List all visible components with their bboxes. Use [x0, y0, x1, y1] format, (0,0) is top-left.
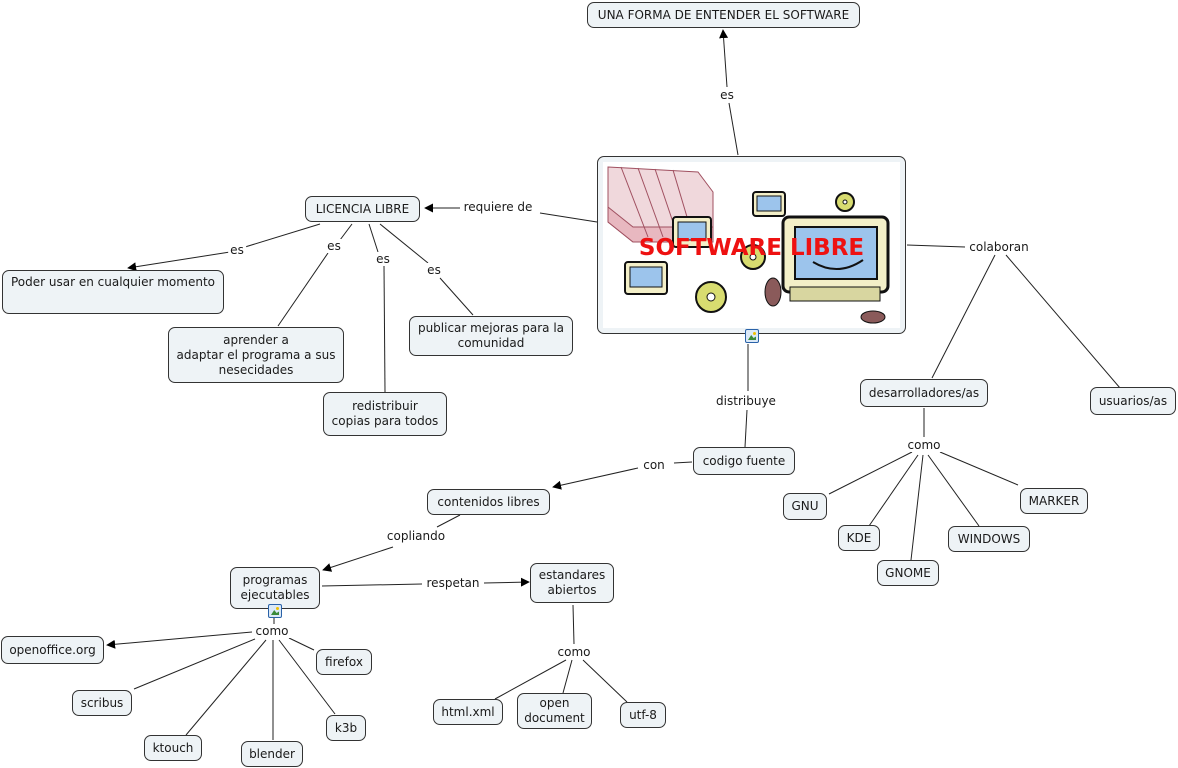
line-licencia-es4	[379, 223, 429, 264]
link-label-es: es	[718, 88, 736, 102]
link-label-respetan: respetan	[424, 576, 482, 590]
line-estandares-como	[572, 604, 575, 645]
node-contenidos-libres[interactable]: contenidos libres	[427, 489, 550, 515]
link-label-es: es	[325, 239, 343, 253]
line-licencia-es3	[368, 223, 379, 253]
line-como-marker	[939, 451, 1019, 486]
line-como-ktouch	[185, 639, 267, 736]
line-central-es	[728, 102, 739, 156]
line-es1-poder	[127, 251, 231, 272]
node-gnome[interactable]: GNOME	[877, 560, 939, 586]
line-es2-aprender	[277, 252, 329, 327]
line-licencia-es1	[244, 223, 321, 248]
line-como-scribus	[133, 638, 256, 690]
line-como-k3b	[278, 639, 336, 715]
node-desarrolladores[interactable]: desarrolladores/as	[860, 379, 988, 407]
line-como-opendoc	[562, 659, 573, 694]
line-contenidos-copliando	[436, 514, 461, 528]
line-como-html	[494, 659, 567, 700]
node-software-libre[interactable]: SOFTWARE LIBRE	[597, 156, 906, 334]
software-libre-illustration: SOFTWARE LIBRE	[603, 162, 900, 328]
node-open-document[interactable]: open document	[517, 693, 592, 729]
line-licencia-es2	[339, 223, 353, 241]
line-colaboran-usuarios	[1005, 254, 1121, 389]
line-distribuye-codigo	[744, 409, 748, 448]
link-label-es: es	[228, 243, 246, 257]
line-es4-publicar	[439, 277, 474, 316]
link-label-copliando: copliando	[384, 529, 448, 543]
link-label-requiere-de: requiere de	[461, 200, 535, 214]
node-marker[interactable]: MARKER	[1020, 488, 1088, 514]
node-html-xml[interactable]: html.xml	[433, 699, 503, 725]
node-usuarios[interactable]: usuarios/as	[1090, 387, 1176, 415]
node-publicar[interactable]: publicar mejoras para la comunidad	[409, 316, 573, 356]
line-programas-respetan	[321, 583, 423, 587]
line-como-kde	[868, 454, 919, 527]
line-es3-redistribuir	[383, 265, 386, 393]
node-aprender[interactable]: aprender a adaptar el programa a sus nes…	[168, 327, 344, 383]
central-title: SOFTWARE LIBRE	[638, 235, 865, 261]
node-redistribuir[interactable]: redistribuir copias para todos	[323, 392, 447, 436]
link-label-colaboran: colaboran	[967, 240, 1031, 254]
line-como-gnome	[910, 454, 924, 561]
node-una-forma[interactable]: UNA FORMA DE ENTENDER EL SOFTWARE	[587, 2, 860, 28]
line-como-openoffice	[106, 631, 253, 649]
line-copliando-programas	[322, 546, 394, 572]
node-scribus[interactable]: scribus	[72, 690, 132, 716]
node-gnu[interactable]: GNU	[783, 493, 827, 520]
line-central-colaboran	[906, 244, 966, 248]
link-label-con: con	[641, 458, 667, 472]
node-windows[interactable]: WINDOWS	[948, 526, 1030, 552]
line-codigo-con	[673, 461, 693, 464]
node-utf8[interactable]: utf-8	[620, 702, 666, 728]
line-como-windows	[927, 454, 980, 527]
image-icon[interactable]	[745, 329, 759, 343]
node-firefox[interactable]: firefox	[316, 649, 372, 675]
node-licencia-libre[interactable]: LICENCIA LIBRE	[305, 196, 420, 222]
link-label-como: como	[555, 645, 593, 659]
node-programas-ejecutables[interactable]: programas ejecutables	[230, 567, 320, 609]
node-openoffice[interactable]: openoffice.org	[1, 636, 104, 664]
image-icon[interactable]	[268, 604, 282, 618]
line-central-requiere	[539, 212, 598, 223]
line-respetan-estandares	[483, 577, 530, 587]
node-k3b[interactable]: k3b	[326, 715, 366, 741]
link-label-como: como	[253, 624, 291, 638]
link-label-distribuye: distribuye	[714, 394, 778, 408]
node-blender[interactable]: blender	[241, 741, 303, 767]
node-estandares-abiertos[interactable]: estandares abiertos	[530, 563, 614, 603]
line-colaboran-dev	[931, 254, 996, 379]
line-como-utf8	[582, 659, 628, 703]
link-label-es: es	[374, 252, 392, 266]
line-como-gnu	[828, 451, 913, 495]
link-label-es: es	[425, 263, 443, 277]
node-poder-usar[interactable]: Poder usar en cualquier momento	[2, 270, 224, 314]
cartoon-computers-image	[607, 166, 890, 324]
node-kde[interactable]: KDE	[838, 525, 880, 551]
link-label-como: como	[905, 438, 943, 452]
line-es-forma	[719, 29, 729, 88]
node-codigo-fuente[interactable]: codigo fuente	[693, 447, 795, 475]
line-con-contenidos	[552, 467, 639, 490]
node-ktouch[interactable]: ktouch	[144, 735, 202, 761]
line-como-firefox	[288, 637, 315, 651]
